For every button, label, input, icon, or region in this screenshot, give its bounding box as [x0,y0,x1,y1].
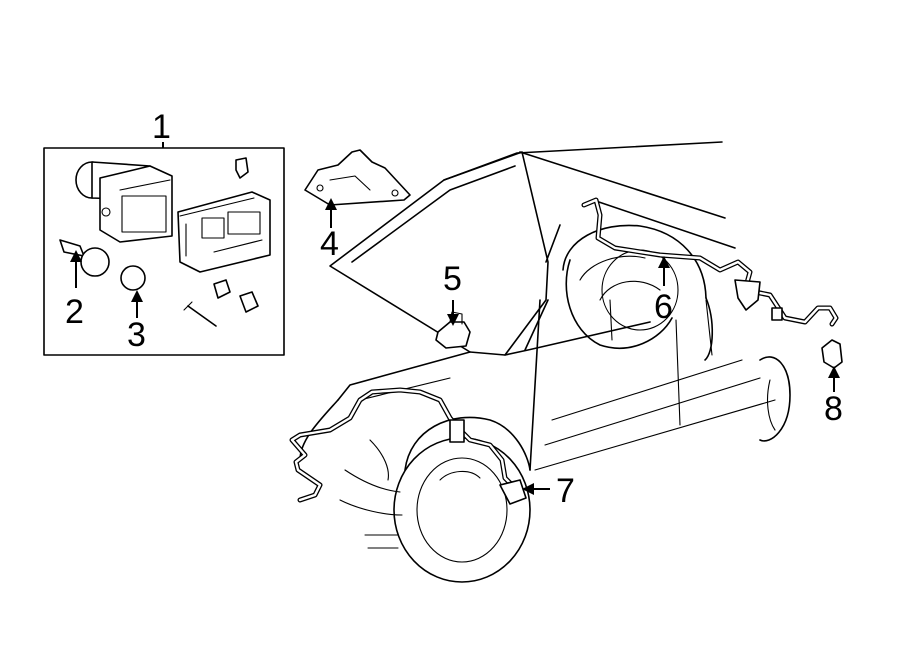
callout-6: 6 [654,288,673,326]
callout-5: 5 [443,260,462,298]
callout-labels: 1 2 3 4 5 6 7 8 [65,108,843,510]
callout-3: 3 [127,316,146,354]
bracket-part [304,149,411,206]
front-wheel [393,437,531,583]
callout-4: 4 [320,225,339,263]
callout-8: 8 [824,390,843,428]
abs-actuator-assembly-box [43,147,285,356]
callout-arrows [70,142,840,495]
rear-wire-harness [581,197,839,327]
callout-1: 1 [152,108,171,146]
callout-2: 2 [65,293,84,331]
sensor-part-8 [821,339,843,369]
front-wire-harness [289,387,527,505]
truck-outline [299,141,791,549]
callout-7: 7 [556,472,575,510]
